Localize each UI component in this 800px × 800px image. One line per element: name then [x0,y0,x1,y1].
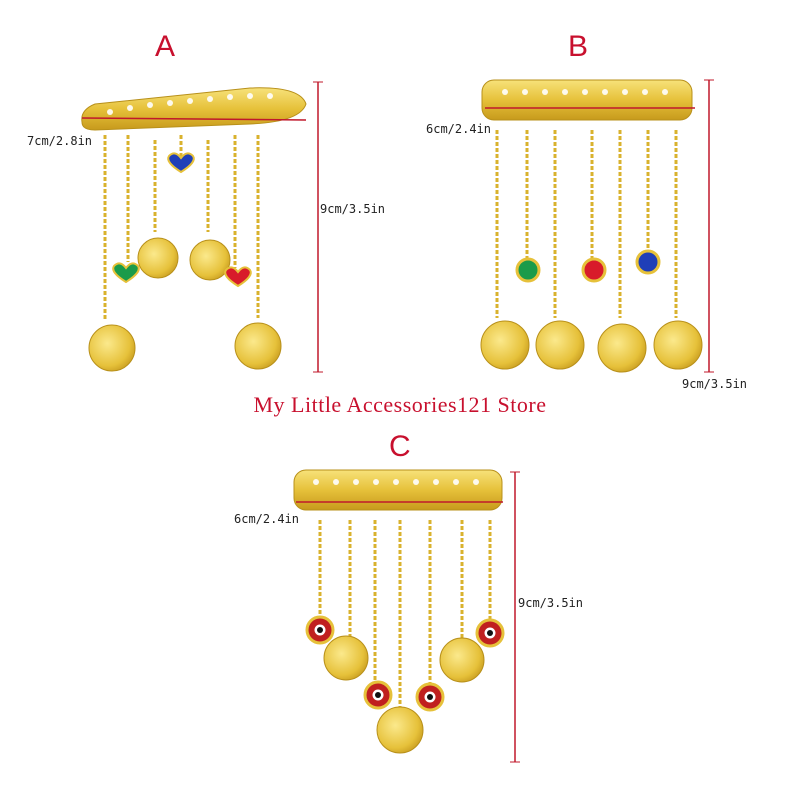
evil-eye-charm [475,618,505,648]
coin [480,320,530,370]
round-gem-blue [635,249,661,275]
clip-c-barrette [293,469,503,511]
coin [137,237,179,279]
clip-b-illustration [480,79,714,373]
heart-gem-blue [167,152,195,174]
coin [234,322,282,370]
clip-b-barrette [481,79,693,121]
round-gem-red [581,257,607,283]
heart-gem-red [224,266,252,288]
panel-a-letter: A [155,30,176,63]
panel-b-width-label: 6cm/2.4in [426,122,492,136]
evil-eye-charm [363,680,393,710]
panel-a-width-label: 7cm/2.8in [27,134,93,148]
coin [323,635,369,681]
evil-eye-charm [305,615,335,645]
panel-c-width-label: 6cm/2.4in [234,512,300,526]
store-name: My Little Accessories121 Store [253,392,547,417]
coin [376,706,424,754]
clip-a-illustration [81,81,323,373]
coin [189,239,231,281]
clip-a-barrette [81,87,307,131]
coin [535,320,585,370]
coin [653,320,703,370]
panel-b-letter: B [568,30,589,63]
panel-a-height-label: 9cm/3.5in [320,202,386,216]
panel-c-letter: C [389,430,411,463]
coin [88,324,136,372]
heart-gem-green [112,262,140,284]
panel-b-height-label: 9cm/3.5in [682,377,748,391]
round-gem-green [515,257,541,283]
coin [597,323,647,373]
clip-c-illustration [293,469,520,763]
panel-c-height-label: 9cm/3.5in [518,596,584,610]
evil-eye-charm [415,682,445,712]
coin [439,637,485,683]
